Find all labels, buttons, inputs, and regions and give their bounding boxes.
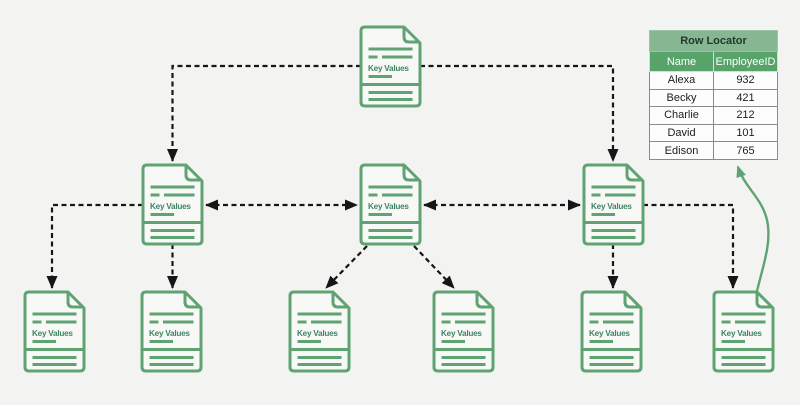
cell-employeeid: 212 xyxy=(713,106,778,125)
document-with-folded-corner-icon xyxy=(432,290,495,373)
row-locator-title: Row Locator xyxy=(649,30,778,52)
document-with-folded-corner-icon xyxy=(140,290,203,373)
document-node-label: Key Values xyxy=(368,202,409,211)
folded-corner-icon xyxy=(623,293,640,309)
cell-employeeid: 101 xyxy=(713,123,778,143)
folded-corner-icon xyxy=(625,166,642,182)
cell-employeeid: 932 xyxy=(713,71,778,90)
tree-edge-2 xyxy=(420,64,619,162)
document-with-folded-corner-icon xyxy=(582,163,645,246)
folded-corner-icon xyxy=(183,293,200,309)
cell-name: David xyxy=(649,123,714,143)
document-node-leaf-3: Key Values xyxy=(288,290,351,373)
tree-edge-10 xyxy=(643,203,739,289)
folded-corner-icon xyxy=(402,28,419,44)
column-header-employeeid: EmployeeID xyxy=(713,51,778,72)
document-with-folded-corner-icon xyxy=(712,290,775,373)
tree-edge-7 xyxy=(325,245,368,289)
document-node-label: Key Values xyxy=(441,329,482,338)
folded-corner-icon xyxy=(184,166,201,182)
document-node-leaf-5: Key Values xyxy=(580,290,643,373)
document-with-folded-corner-icon xyxy=(580,290,643,373)
document-node-label: Key Values xyxy=(591,202,632,211)
document-node-internal-2: Key Values xyxy=(359,163,422,246)
document-with-folded-corner-icon xyxy=(359,25,422,108)
document-with-folded-corner-icon xyxy=(288,290,351,373)
folded-corner-icon xyxy=(66,293,83,309)
tree-edge-5 xyxy=(46,203,143,289)
cell-name: Edison xyxy=(649,141,714,160)
cell-employeeid: 421 xyxy=(713,88,778,108)
document-node-label: Key Values xyxy=(368,64,409,73)
document-node-label: Key Values xyxy=(297,329,338,338)
row-locator-pointer-arrow xyxy=(736,165,770,292)
document-node-label: Key Values xyxy=(721,329,762,338)
document-node-internal-3: Key Values xyxy=(582,163,645,246)
document-node-leaf-4: Key Values xyxy=(432,290,495,373)
document-node-label: Key Values xyxy=(149,329,190,338)
document-node-root: Key Values xyxy=(359,25,422,108)
document-node-label: Key Values xyxy=(589,329,630,338)
folded-corner-icon xyxy=(402,166,419,182)
folded-corner-icon xyxy=(475,293,492,309)
document-node-leaf-2: Key Values xyxy=(140,290,203,373)
document-node-leaf-1: Key Values xyxy=(23,290,86,373)
document-node-internal-1: Key Values xyxy=(141,163,204,246)
column-header-name: Name xyxy=(649,51,714,72)
document-with-folded-corner-icon xyxy=(141,163,204,246)
connector-edges xyxy=(46,64,739,289)
document-with-folded-corner-icon xyxy=(359,163,422,246)
cell-name: Charlie xyxy=(649,106,714,125)
document-node-label: Key Values xyxy=(32,329,73,338)
tree-edge-1 xyxy=(167,64,361,162)
document-with-folded-corner-icon xyxy=(23,290,86,373)
cell-employeeid: 765 xyxy=(713,141,778,160)
cell-name: Becky xyxy=(649,88,714,108)
document-node-leaf-6: Key Values xyxy=(712,290,775,373)
folded-corner-icon xyxy=(755,293,772,309)
tree-edge-8 xyxy=(413,245,455,289)
row-locator-header-row: Name EmployeeID xyxy=(649,51,778,72)
document-node-label: Key Values xyxy=(150,202,191,211)
row-locator-title-row: Row Locator xyxy=(649,30,778,52)
cell-name: Alexa xyxy=(649,71,714,90)
folded-corner-icon xyxy=(331,293,348,309)
